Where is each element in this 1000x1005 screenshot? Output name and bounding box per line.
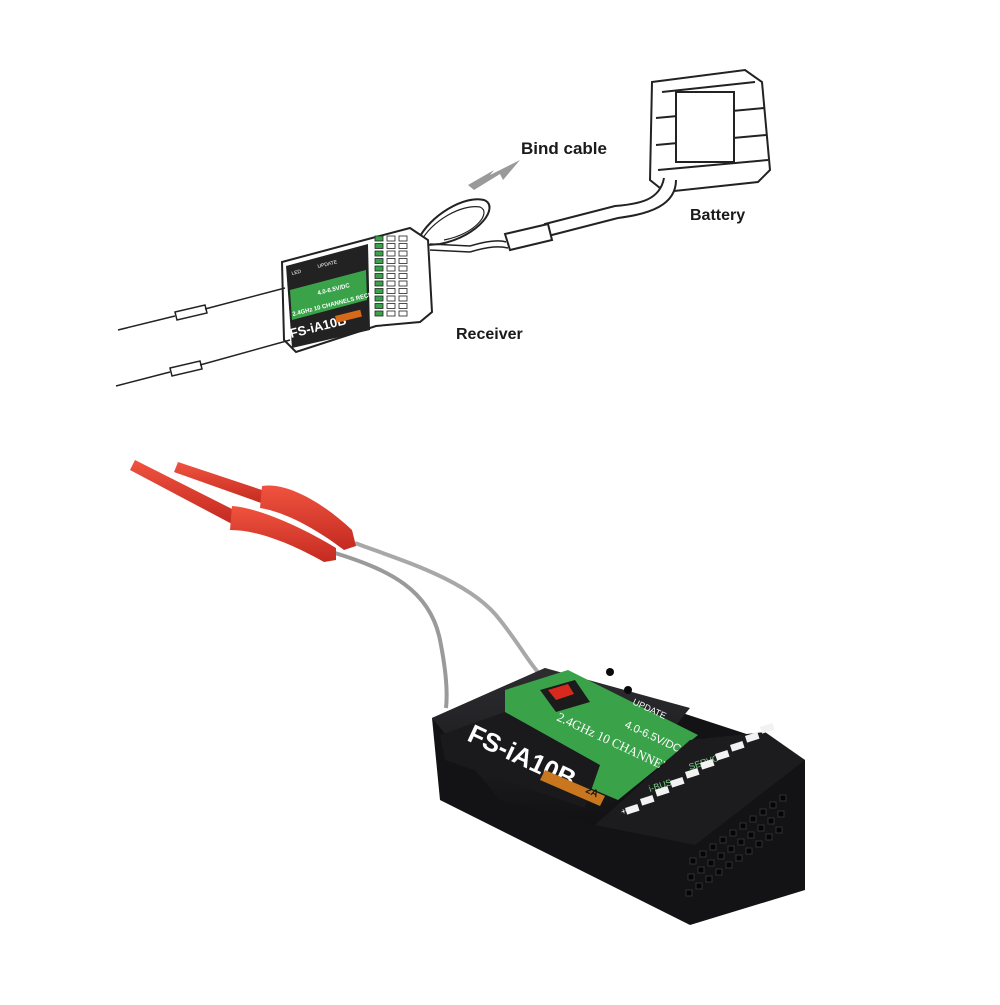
pin-socket: [717, 852, 725, 860]
pin-socket: [705, 875, 713, 883]
diagram-pin: [386, 243, 396, 249]
channel-tag: [685, 767, 700, 779]
diagram-pin: [386, 265, 396, 272]
channel-tag: [715, 749, 730, 761]
diagram-pin: [374, 250, 384, 257]
diagram-antennas: [115, 287, 291, 387]
diagram-pin: [374, 265, 384, 272]
receiver-body: FS-iA10B 2.4GHz 10 CHANNELS RECEIVER 4.0…: [432, 668, 805, 925]
antenna-tip-upper: [174, 462, 356, 550]
bind-arrow: [468, 160, 520, 190]
diagram-pin: [398, 250, 408, 257]
diagram-pin: [398, 235, 408, 242]
pin-socket: [735, 854, 743, 862]
diagram-pin: [374, 310, 384, 317]
channel-tag: [655, 785, 670, 797]
diagram-pin: [398, 295, 408, 302]
pin-socket: [775, 826, 783, 834]
bind-cable-drawing: [414, 198, 491, 247]
diagram-pin: [374, 280, 384, 287]
led-indicator: [606, 668, 614, 676]
diagram-led-text: LED: [291, 269, 302, 277]
diagram-pin: [374, 235, 384, 242]
antenna-wire-lower: [334, 551, 449, 709]
pin-socket: [707, 859, 715, 867]
pin-header-grid: [685, 794, 787, 897]
battery-connector-drawing: [503, 222, 554, 252]
channel-tag: [730, 740, 745, 752]
pin-socket: [729, 829, 737, 837]
pin-socket: [759, 808, 767, 816]
diagram-pin: [398, 288, 408, 294]
diagram-pin: [386, 235, 396, 242]
pin-socket: [697, 866, 705, 874]
pin-socket: [767, 817, 775, 825]
pin-socket: [685, 889, 693, 897]
antenna-tip-lower: [130, 460, 336, 562]
pin-socket: [737, 838, 745, 846]
channel-tag: [640, 794, 655, 806]
diagram-pin: [398, 310, 408, 317]
battery-cable-drawing: [543, 177, 677, 238]
diagram-update-text: UPDATE: [317, 259, 338, 270]
pin-socket: [689, 857, 697, 865]
channel-tags: [625, 722, 775, 815]
diagram-pin: [398, 273, 408, 279]
pin-socket: [715, 868, 723, 876]
battery-pack-drawing: [648, 68, 772, 194]
diagram-pin: [386, 310, 396, 317]
pin-socket: [779, 794, 787, 802]
pin-socket: [749, 815, 757, 823]
diagram-pin: [374, 258, 384, 264]
pin-socket: [765, 833, 773, 841]
channel-tag: [670, 776, 685, 788]
pin-socket: [777, 810, 785, 818]
pin-socket: [695, 882, 703, 890]
pin-socket: [755, 840, 763, 848]
diagram-pin: [386, 273, 396, 279]
diagram-pin: [386, 250, 396, 257]
diagram-pin: [398, 258, 408, 264]
diagram-pin: [374, 295, 384, 302]
battery-label: Battery: [690, 207, 746, 224]
pin-socket: [719, 836, 727, 844]
channel-tag: [700, 758, 715, 770]
wiring-diagram: FS-iA10B 2.4GHz 10 CHANNELS RECEIVER 4.0…: [115, 68, 772, 387]
diagram-pin: [374, 303, 384, 309]
pin-socket: [745, 847, 753, 855]
pin-socket: [699, 850, 707, 858]
pin-socket: [727, 845, 735, 853]
diagram-pin: [398, 303, 408, 309]
bind-cable-label: Bind cable: [521, 139, 607, 158]
channel-tag: [625, 803, 640, 815]
diagram-pin: [374, 288, 384, 294]
pin-socket: [757, 824, 765, 832]
photo-current-text: 2A: [584, 785, 600, 800]
diagram-pin: [386, 303, 396, 309]
receiver-photo: FS-iA10B 2.4GHz 10 CHANNELS RECEIVER 4.0…: [130, 460, 805, 925]
pin-socket: [687, 873, 695, 881]
antenna-wire-upper: [354, 541, 547, 682]
diagram-pin: [386, 280, 396, 287]
diagram-pin: [374, 273, 384, 279]
pin-socket: [739, 822, 747, 830]
pin-socket: [725, 861, 733, 869]
channel-tag: [745, 731, 760, 743]
diagram-pin: [386, 295, 396, 302]
diagram-pin: [386, 258, 396, 264]
receiver-label: Receiver: [456, 326, 523, 343]
diagram-pin-header: [374, 235, 408, 317]
receiver-drawing: FS-iA10B 2.4GHz 10 CHANNELS RECEIVER 4.0…: [280, 226, 434, 354]
diagram-pin: [398, 280, 408, 287]
diagram-pin: [398, 265, 408, 272]
channel-tag: [760, 722, 775, 734]
diagram-pin: [374, 243, 384, 249]
diagram-pin: [398, 243, 408, 249]
diagram-pin: [386, 288, 396, 294]
update-button: [624, 686, 632, 694]
pin-socket: [769, 801, 777, 809]
pin-socket: [709, 843, 717, 851]
pin-socket: [747, 831, 755, 839]
